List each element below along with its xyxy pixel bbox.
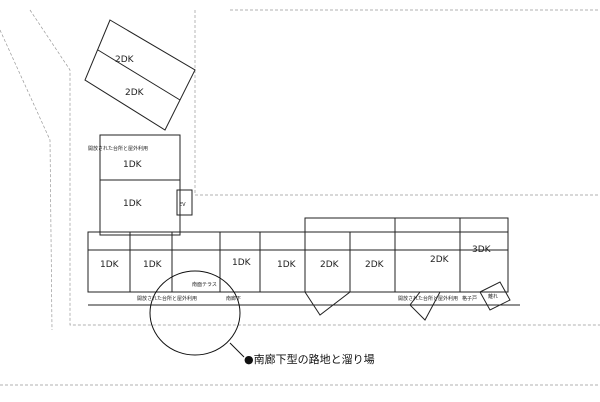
room-s4: 1DK [277,260,297,270]
highlight-circle [149,270,241,356]
label-kitchen-lower-left: 開放された台所と屋外利用 [137,295,197,302]
room-s1: 1DK [100,260,120,270]
label-terrace: 南面テラス [192,281,217,288]
room-ev: EV [179,202,186,208]
room-s7: 2DK [430,255,450,265]
label-corridor: 南廊下 [226,295,241,302]
room-s6: 2DK [365,260,385,270]
label-annex: 離れ [488,293,498,300]
room-top2: 2DK [125,88,145,98]
room-s3: 1DK [232,258,252,268]
room-mid2: 1DK [123,199,143,209]
building-outline [84,19,520,321]
label-kitchen-upper: 開放された台所と屋外利用 [88,145,148,152]
label-lattice-door: 格子戸 [462,295,477,302]
room-s8: 3DK [472,245,492,255]
room-s2: 1DK [143,260,163,270]
room-s5: 2DK [320,260,340,270]
label-kitchen-lower-right: 開放された台所と屋外利用 [398,295,458,302]
room-mid1: 1DK [123,160,143,170]
leader-line [229,342,245,358]
caption: ●南廊下型の路地と溜り場 [244,353,375,366]
site-boundary [0,9,600,386]
room-top1: 2DK [115,55,135,65]
